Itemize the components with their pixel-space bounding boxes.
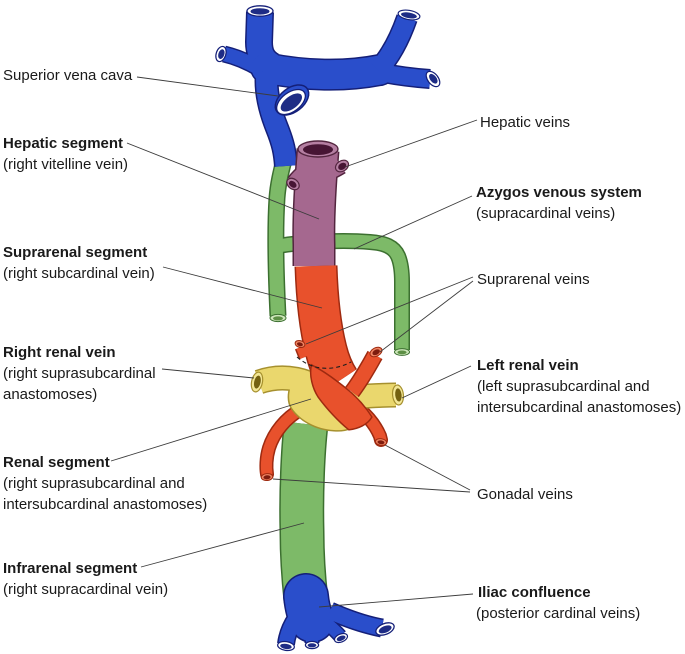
azygos-open-end-left: [269, 313, 287, 323]
label-left-renal-vein-title: Left renal vein: [477, 357, 579, 374]
left-renal-vein-opening: [391, 384, 405, 406]
iliac-opening-2: [304, 640, 320, 650]
label-suprarenal-veins: Suprarenal veins: [477, 271, 590, 288]
superior-vena-cava-vessel: [215, 5, 441, 166]
iliac-opening-1: [277, 640, 295, 652]
label-renal-segment-title: Renal segment: [3, 454, 110, 471]
label-hepatic-segment-title: Hepatic segment: [3, 135, 123, 152]
label-infrarenal-segment-sub: (right supracardinal vein): [3, 581, 168, 598]
gonadal-veins-vessel: [261, 404, 387, 481]
label-renal-segment-sub2: intersubcardinal anastomoses): [3, 496, 207, 513]
label-hepatic-veins: Hepatic veins: [480, 114, 570, 131]
labels-left-column: Superior vena cava Hepatic segment (righ…: [3, 67, 207, 598]
label-superior-vena-cava: Superior vena cava: [3, 67, 133, 84]
leader-iliac-confluence: [318, 593, 474, 608]
label-hepatic-segment-sub: (right vitelline vein): [3, 156, 128, 173]
suprarenal-segment-vessel: [294, 266, 339, 381]
azygos-vein-vessel: [270, 160, 410, 355]
label-suprarenal-segment-sub: (right subcardinal vein): [3, 265, 155, 282]
suprarenal-anastomosis-band: [296, 345, 384, 431]
leader-azygos: [353, 195, 473, 250]
gonadal-left-opening: [260, 473, 274, 481]
leader-infrarenal-segment: [140, 522, 305, 568]
label-iliac-confluence-title: Iliac confluence: [478, 584, 591, 601]
leader-lines: [110, 76, 478, 608]
label-gonadal-veins: Gonadal veins: [477, 486, 573, 503]
iliac-confluence-vessel: [277, 596, 395, 652]
leader-gonadal-left: [272, 478, 471, 493]
leader-suprarenal-segment: [162, 266, 323, 309]
svc-opening-lower-right: [425, 70, 441, 88]
svc-opening-top: [246, 5, 274, 17]
hepatic-vein-stub-left: [286, 177, 300, 191]
hepatic-opening-top: [297, 140, 339, 158]
label-right-renal-vein-sub1: (right suprasubcardinal: [3, 365, 156, 382]
label-azygos-sub: (supracardinal veins): [476, 205, 615, 222]
leader-superior-vena-cava: [136, 76, 279, 97]
hepatic-segment-vessel: [285, 141, 351, 266]
label-left-renal-vein-sub2: intersubcardinal anastomoses): [477, 399, 681, 416]
azygos-open-end-right: [394, 348, 410, 356]
segment-boundary-dashed-line: [296, 356, 352, 369]
label-suprarenal-segment-title: Suprarenal segment: [3, 244, 147, 261]
label-iliac-confluence-sub: (posterior cardinal veins): [476, 605, 640, 622]
right-renal-vein-opening: [250, 371, 264, 393]
hepatic-vein-stub-right: [334, 159, 350, 173]
label-right-renal-vein-sub2: anastomoses): [3, 386, 97, 403]
label-infrarenal-segment-title: Infrarenal segment: [3, 560, 137, 577]
suprarenal-vein-left-opening: [369, 346, 383, 358]
gonadal-right-opening: [374, 438, 388, 446]
label-left-renal-vein-sub1: (left suprasubcardinal and: [477, 378, 650, 395]
leader-suprarenal-veins-left: [379, 280, 474, 353]
svc-opening-left: [215, 45, 227, 63]
labels-right-column: Hepatic veins Azygos venous system (supr…: [476, 114, 681, 622]
svc-opening-main: [275, 88, 307, 116]
svc-opening-upper-right: [397, 9, 421, 21]
label-renal-segment-sub1: (right suprasubcardinal and: [3, 475, 185, 492]
leader-hepatic-veins: [344, 119, 478, 168]
leader-renal-segment: [110, 398, 312, 462]
label-right-renal-vein-title: Right renal vein: [3, 344, 116, 361]
suprarenal-vein-right-opening: [294, 339, 306, 349]
leader-right-renal-vein: [161, 368, 255, 379]
leader-suprarenal-veins-right: [305, 276, 474, 345]
label-azygos-title: Azygos venous system: [476, 184, 642, 201]
iliac-opening-4: [375, 622, 395, 636]
renal-segment-vessel: [250, 371, 405, 432]
iliac-opening-3: [333, 632, 349, 644]
leader-gonadal-right: [384, 444, 471, 491]
leader-hepatic-segment: [126, 142, 320, 220]
leader-left-renal-vein: [401, 365, 472, 399]
